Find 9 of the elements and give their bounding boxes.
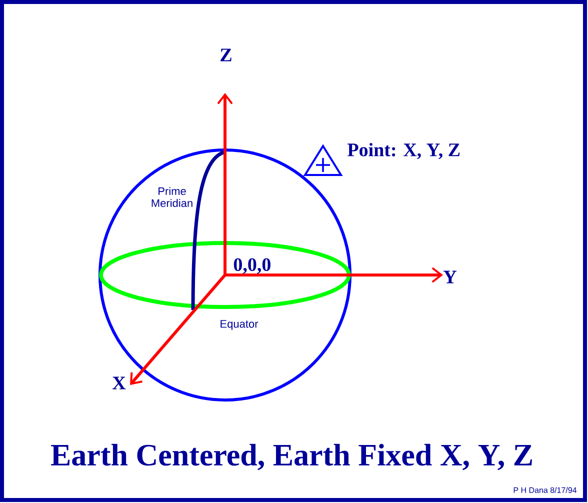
point-label: Point: X, Y, Z [348,142,460,160]
title: Earth Centered, Earth Fixed X, Y, Z [51,444,532,470]
axis-label: Y [443,270,456,284]
axis-label: Z [220,48,232,62]
credit-note: P H Dana 8/17/94 [514,487,577,493]
axis-label: X [112,376,126,390]
origin-label: 0,0,0 [234,258,270,274]
equator-label: Equator [220,320,258,330]
meridian-label: Prime Meridian [152,186,192,208]
